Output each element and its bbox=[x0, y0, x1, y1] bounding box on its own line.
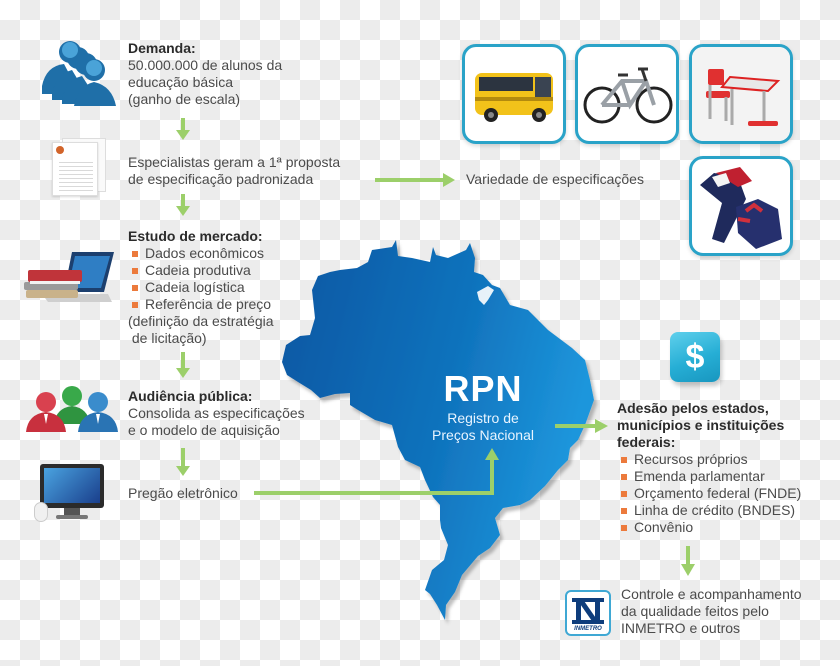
estudo-bullet-list: Dados econômicos Cadeia produtiva Cadeia… bbox=[128, 245, 274, 313]
school-desk-chair-icon bbox=[692, 47, 790, 141]
estudo-note: de licitação) bbox=[128, 330, 207, 346]
demanda-title: Demanda: bbox=[128, 40, 196, 56]
inmetro-n-icon bbox=[572, 598, 604, 624]
rpn-name-line: Preços Nacional bbox=[432, 427, 534, 443]
public-hearing-people-icon bbox=[26, 384, 118, 432]
audiencia-block: Audiência pública: Consolida as especifi… bbox=[128, 388, 305, 439]
computer-monitor-icon bbox=[34, 464, 106, 524]
adesao-bullet-list: Recursos próprios Emenda parlamentar Orç… bbox=[617, 451, 801, 536]
brazil-map bbox=[282, 240, 594, 620]
controle-line: da qualidade feitos pelo bbox=[621, 603, 769, 619]
product-card-school-uniform bbox=[689, 156, 793, 256]
estudo-note: (definição da estratégia bbox=[128, 313, 274, 329]
adesao-bullet: Convênio bbox=[617, 519, 801, 536]
adesao-bullet: Recursos próprios bbox=[617, 451, 801, 468]
students-group-icon bbox=[40, 38, 120, 108]
estudo-bullet: Cadeia logística bbox=[128, 279, 274, 296]
audiencia-line: Consolida as especificações bbox=[128, 405, 305, 421]
product-card-school-bus bbox=[462, 44, 566, 144]
bicycle-icon bbox=[583, 67, 673, 124]
pregao-label: Pregão eletrônico bbox=[128, 485, 238, 501]
especialistas-line: Especialistas geram a 1ª proposta bbox=[128, 154, 341, 170]
demanda-line: 50.000.000 de alunos da bbox=[128, 57, 283, 73]
demanda-line: (ganho de escala) bbox=[128, 91, 241, 107]
school-uniform-icon bbox=[700, 167, 782, 249]
estudo-title: Estudo de mercado: bbox=[128, 228, 263, 244]
estudo-bullet: Dados econômicos bbox=[128, 245, 274, 262]
school-bus-icon bbox=[475, 73, 553, 122]
adesao-title-line: municípios e instituições bbox=[617, 417, 785, 433]
adesao-bullet: Linha de crédito (BNDES) bbox=[617, 502, 801, 519]
flow-arrows bbox=[176, 118, 695, 576]
rpn-acronym: RPN bbox=[443, 368, 523, 409]
adesao-bullet: Orçamento federal (FNDE) bbox=[617, 485, 801, 502]
inmetro-logo-text: INMETRO bbox=[574, 626, 602, 632]
rpn-name-line: Registro de bbox=[447, 410, 519, 426]
adesao-block: Adesão pelos estados, municípios e insti… bbox=[617, 400, 801, 536]
especialistas-block: Especialistas geram a 1ª proposta de esp… bbox=[128, 154, 340, 188]
adesao-title-line: federais: bbox=[617, 434, 676, 450]
estudo-bullet: Referência de preço bbox=[128, 296, 274, 313]
dollar-icon: $ bbox=[670, 332, 720, 382]
document-icon bbox=[52, 138, 110, 198]
variedade-label: Variedade de especificações bbox=[466, 171, 644, 187]
audiencia-line: e o modelo de aquisição bbox=[128, 422, 280, 438]
controle-line: INMETRO e outros bbox=[621, 620, 741, 636]
books-laptop-icon bbox=[22, 248, 117, 312]
controle-block: Controle e acompanhamento da qualidade f… bbox=[621, 586, 802, 637]
especialistas-line: de especificação padronizada bbox=[128, 171, 314, 187]
estudo-block: Estudo de mercado: Dados econômicos Cade… bbox=[128, 228, 274, 347]
demanda-line: educação básica bbox=[128, 74, 234, 90]
adesao-title-line: Adesão pelos estados, bbox=[617, 400, 769, 416]
estudo-bullet: Cadeia produtiva bbox=[128, 262, 274, 279]
adesao-bullet: Emenda parlamentar bbox=[617, 468, 801, 485]
product-card-bicycle bbox=[575, 44, 679, 144]
demanda-block: Demanda: 50.000.000 de alunos da educaçã… bbox=[128, 40, 282, 108]
product-card-school-desk bbox=[689, 44, 793, 144]
controle-line: Controle e acompanhamento bbox=[621, 586, 802, 602]
audiencia-title: Audiência pública: bbox=[128, 388, 253, 404]
inmetro-logo: INMETRO bbox=[565, 590, 611, 636]
rpn-label: RPN Registro de Preços Nacional bbox=[418, 368, 548, 444]
